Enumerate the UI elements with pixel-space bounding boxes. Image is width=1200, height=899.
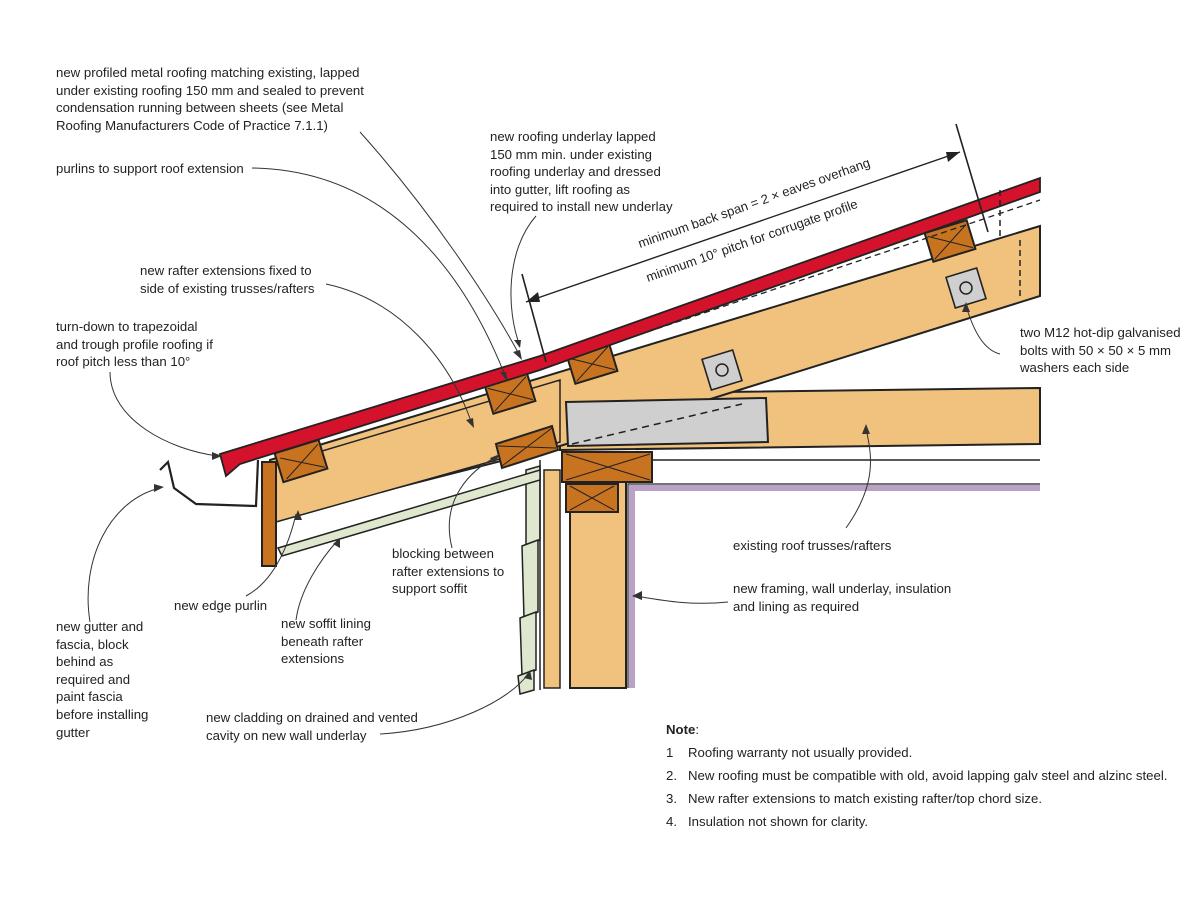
label-turn-down: turn-down to trapezoidal and trough prof… [56, 319, 213, 370]
note-item: 2.New roofing must be compatible with ol… [666, 768, 1168, 783]
fascia [261, 461, 277, 567]
label-existing-trusses: existing roof trusses/rafters [733, 538, 892, 553]
wall-lining [629, 485, 1040, 688]
dim-extension-right [955, 123, 989, 233]
soffit-lining [276, 468, 541, 557]
note-title: Note [666, 722, 696, 737]
label-bolts: two M12 hot-dip galvanised bolts with 50… [1020, 325, 1181, 376]
label-underlay: new roofing underlay lapped 150 mm min. … [490, 129, 673, 215]
bolts [701, 267, 987, 391]
label-soffit: new soffit lining beneath rafter extensi… [281, 616, 371, 667]
note-item: 3.New rafter extensions to match existin… [666, 791, 1043, 806]
label-cladding: new cladding on drained and vented cavit… [206, 710, 418, 743]
note-item: 4.Insulation not shown for clarity. [666, 814, 869, 829]
label-gutter: new gutter and fascia, block behind as r… [56, 619, 149, 740]
label-edge-purlin: new edge purlin [174, 598, 268, 613]
gutter [159, 459, 260, 508]
dim-extension-left [521, 273, 547, 363]
label-purlins: purlins to support roof extension [56, 161, 244, 176]
label-new-framing: new framing, wall underlay, insulation a… [733, 581, 952, 614]
new-framing [543, 469, 561, 689]
profiled-roofing [218, 176, 1041, 478]
cladding [517, 465, 541, 695]
label-rafter-extensions: new rafter extensions fixed to side of e… [140, 263, 315, 296]
leader-lines [87, 131, 1001, 735]
purlins [273, 218, 977, 484]
label-blocking: blocking between rafter extensions to su… [392, 546, 505, 597]
label-profiled-roofing: new profiled metal roofing matching exis… [56, 65, 364, 133]
